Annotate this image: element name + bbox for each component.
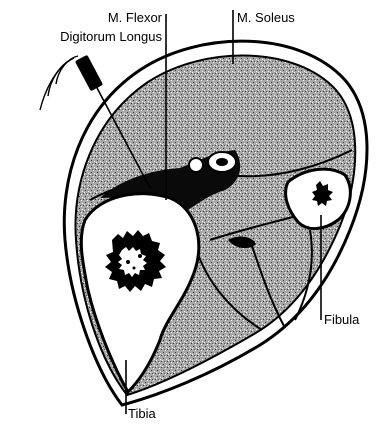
vessel-circle xyxy=(189,158,203,172)
label-flexor-line1: M. Flexor xyxy=(108,10,163,25)
label-flexor-line2: Digitorum Longus xyxy=(60,29,162,44)
label-fibula: Fibula xyxy=(324,312,360,327)
label-tibia: Tibia xyxy=(128,406,156,421)
vessel-ellipse-inner xyxy=(216,158,228,166)
label-soleus: M. Soleus xyxy=(237,10,295,25)
